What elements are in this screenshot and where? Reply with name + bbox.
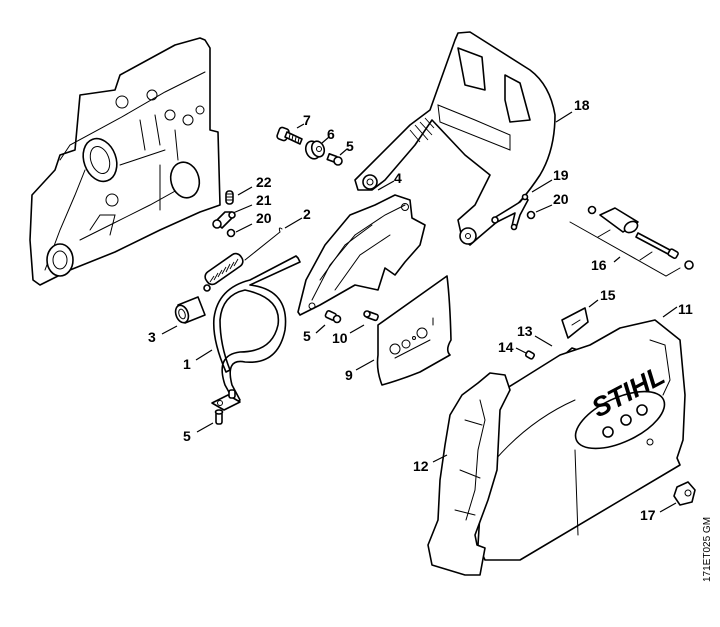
part-8-bolt (276, 126, 303, 145)
callout-15: 15 (600, 287, 616, 303)
callout-18: 18 (574, 97, 590, 113)
part-20-e-clip-left (226, 228, 236, 238)
callout-10: 10 (332, 330, 348, 346)
callout-11: 11 (678, 301, 693, 317)
part-20-e-clip-right (526, 210, 536, 220)
part-1-brake-band (211, 255, 301, 411)
reference-code: 171ET025 GM (702, 517, 713, 582)
callout-22: 22 (256, 174, 272, 190)
callout-1: 1 (183, 356, 191, 372)
part-10-screw (363, 310, 379, 322)
part-18-hand-guard (354, 31, 556, 246)
part-17-collar-nut (673, 481, 696, 506)
part-19-bell-crank (491, 193, 529, 231)
callouts: 7 6 5 22 21 20 2 3 1 5 4 5 10 9 18 19 20… (148, 97, 693, 523)
callout-4: 4 (394, 170, 402, 186)
callout-2: 2 (303, 206, 311, 222)
callout-3: 3 (148, 329, 156, 345)
part-2-tension-spring (203, 227, 283, 292)
part-14-screw (524, 350, 536, 360)
part-21-lever (212, 211, 236, 229)
callout-21: 21 (256, 192, 272, 208)
part-16-spike-kit (569, 205, 694, 277)
part-15-plate (561, 307, 589, 339)
part-11-sprocket-cover: STIHL (477, 319, 686, 561)
callout-9: 9 (345, 367, 353, 383)
part-5-screw-lower (214, 409, 224, 425)
part-9-cover-plate (376, 275, 452, 386)
callout-6: 5 (346, 138, 354, 154)
part-5-screw-upper (324, 310, 342, 324)
part-12-chain-guard (427, 372, 511, 576)
callout-17: 17 (640, 507, 656, 523)
leader-lines (161, 111, 678, 513)
callout-5-upper: 5 (303, 328, 311, 344)
callout-20-right: 20 (553, 191, 569, 207)
callout-12: 12 (413, 458, 429, 474)
callout-7: 6 (327, 126, 335, 142)
callout-8: 7 (303, 112, 311, 128)
callout-13: 13 (517, 323, 533, 339)
part-7-damper (304, 140, 326, 160)
part-6-screw (326, 153, 343, 166)
part-22-spring (225, 190, 234, 205)
callout-20-left: 20 (256, 210, 272, 226)
callout-5-lower: 5 (183, 428, 191, 444)
part-3-sleeve (174, 296, 206, 324)
part-4-brake-housing (297, 194, 426, 316)
callout-14: 14 (498, 339, 514, 355)
callout-19: 19 (553, 167, 569, 183)
crankcase-housing (29, 37, 221, 286)
callout-16: 16 (591, 257, 607, 273)
